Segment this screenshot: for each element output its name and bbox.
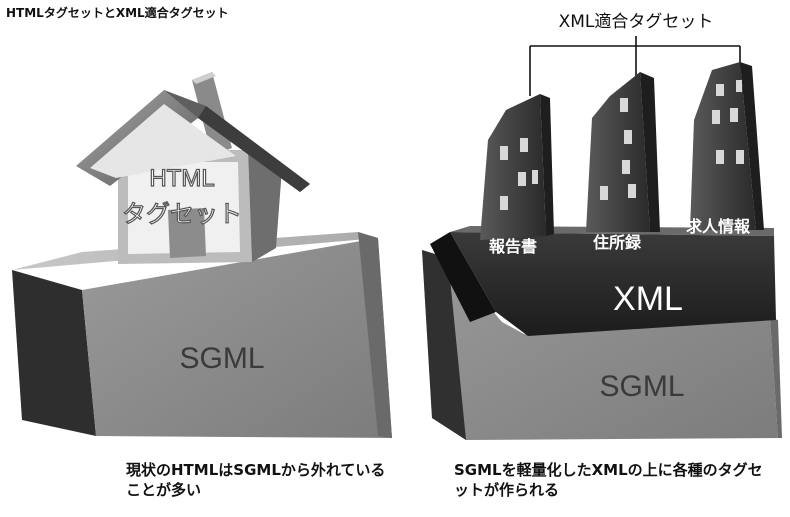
left-sgml-block <box>12 232 392 438</box>
xml-layer-label: XML <box>613 280 683 318</box>
house-label-line1: HTML <box>149 165 214 192</box>
building-1 <box>480 94 554 240</box>
page-title: HTMLタグセットとXML適合タグセット <box>6 6 229 20</box>
house <box>76 72 310 264</box>
building-label-3: 求人情報 <box>686 217 751 236</box>
right-caption: SGMLを軽量化したXMLの上に各種のタグセットが作られる <box>454 461 763 499</box>
building-2 <box>586 72 660 232</box>
xml-group-label: XML適合タグセット <box>559 12 714 32</box>
left-sgml-label: SGML <box>179 342 264 375</box>
left-caption: 現状のHTMLはSGMLから外れていることが多い <box>126 461 386 499</box>
building-label-1: 報告書 <box>489 237 537 256</box>
house-label-line2: タグセット <box>122 200 242 228</box>
right-sgml-block <box>422 250 782 440</box>
right-sgml-label: SGML <box>599 370 684 403</box>
building-label-2: 住所録 <box>593 233 642 252</box>
building-3 <box>690 62 764 230</box>
